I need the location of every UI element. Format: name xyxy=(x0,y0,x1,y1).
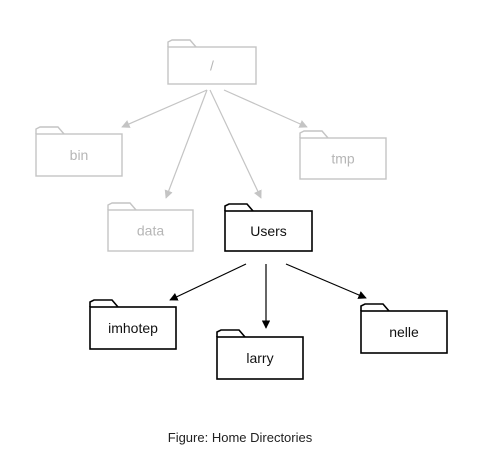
figure-caption: Figure: Home Directories xyxy=(167,430,313,445)
folder-label-imhotep: imhotep xyxy=(108,320,158,336)
folder-tab-icon xyxy=(89,299,119,308)
folder-nelle: nelle xyxy=(360,303,448,354)
folder-tab-icon xyxy=(35,126,65,135)
folders-layer: / bin tmp data Users imhotep larry nelle xyxy=(35,39,448,380)
edge-users-to-nelle xyxy=(285,263,367,299)
edge-users-to-imhotep xyxy=(169,263,247,301)
folder-data: data xyxy=(107,202,194,252)
folder-label-data: data xyxy=(137,223,164,239)
folder-label-nelle: nelle xyxy=(389,324,419,340)
edge-root-to-users xyxy=(209,89,262,199)
folder-tab-icon xyxy=(107,202,137,211)
folder-larry: larry xyxy=(216,329,304,380)
folder-label-root: / xyxy=(210,58,214,74)
folder-label-tmp: tmp xyxy=(331,151,355,167)
folder-icon xyxy=(167,46,257,85)
folder-tab-icon xyxy=(299,130,329,139)
folder-tab-icon xyxy=(360,303,390,312)
edges-layer xyxy=(121,89,367,329)
folder-tab-icon xyxy=(216,329,246,338)
folder-tab-icon xyxy=(224,203,254,212)
folder-icon xyxy=(299,137,387,180)
folder-icon xyxy=(35,133,123,177)
folder-icon xyxy=(107,209,194,252)
folder-label-users: Users xyxy=(250,223,287,239)
folder-icon xyxy=(89,306,177,350)
folder-label-larry: larry xyxy=(246,350,273,366)
folder-bin: bin xyxy=(35,126,123,177)
folder-tab-icon xyxy=(167,39,197,48)
folder-icon xyxy=(224,210,313,252)
folder-tmp: tmp xyxy=(299,130,387,180)
edge-root-to-bin xyxy=(121,89,208,128)
folder-icon xyxy=(216,336,304,380)
folder-imhotep: imhotep xyxy=(89,299,177,350)
folder-icon xyxy=(360,310,448,354)
edge-root-to-data xyxy=(164,89,208,199)
edge-root-to-tmp xyxy=(223,89,308,128)
folder-label-bin: bin xyxy=(70,147,89,163)
folder-root: / xyxy=(167,39,257,85)
folder-users: Users xyxy=(224,203,313,252)
